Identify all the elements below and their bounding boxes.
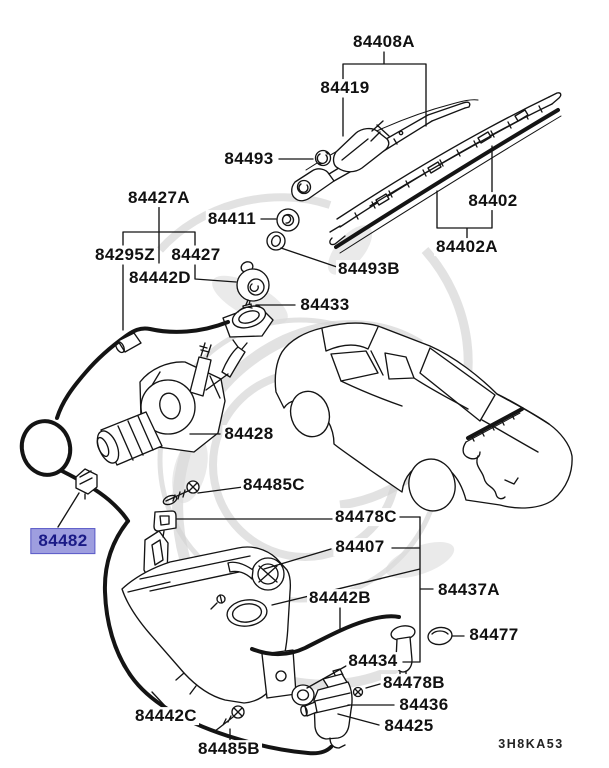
part-label-84437A[interactable]: 84437A xyxy=(436,580,502,600)
diagram-code: 3H8KA53 xyxy=(498,737,564,751)
part-label-84442B[interactable]: 84442B xyxy=(307,588,373,608)
washer-hose-rear-drawing xyxy=(250,614,416,681)
pump-grommet-drawing xyxy=(291,684,315,706)
pivot-cap-drawing xyxy=(332,120,390,173)
wiper-blade-drawing xyxy=(329,92,562,254)
part-label-84436[interactable]: 84436 xyxy=(397,695,451,715)
pivot-nut-drawing xyxy=(314,149,332,167)
washer-tank-drawing xyxy=(121,530,297,704)
hose-clip-drawing xyxy=(75,468,98,500)
part-label-84425[interactable]: 84425 xyxy=(382,716,436,736)
part-label-84442D[interactable]: 84442D xyxy=(127,268,193,288)
part-label-84402[interactable]: 84402 xyxy=(466,191,520,211)
tank-screw-drawing xyxy=(214,705,245,732)
part-label-84482-selected[interactable]: 84482 xyxy=(30,528,96,554)
body-grommet-drawing xyxy=(427,626,453,646)
wiper-motor-drawing xyxy=(96,339,248,466)
part-label-84434[interactable]: 84434 xyxy=(346,651,400,671)
part-label-84442C[interactable]: 84442C xyxy=(133,706,199,726)
part-label-84427[interactable]: 84427 xyxy=(169,245,223,265)
part-label-84433[interactable]: 84433 xyxy=(298,295,352,315)
part-label-84427A[interactable]: 84427A xyxy=(126,188,192,208)
washer-pump-drawing xyxy=(300,668,353,749)
part-label-84478B[interactable]: 84478B xyxy=(381,673,447,693)
bracket-screw-drawing xyxy=(162,480,200,506)
part-label-84408A[interactable]: 84408A xyxy=(351,32,417,52)
pivot-washer-drawing xyxy=(266,231,286,251)
car-outline-drawing xyxy=(274,322,573,512)
part-label-84478C[interactable]: 84478C xyxy=(333,507,399,527)
washer-nozzle-drawing xyxy=(222,261,274,338)
part-label-84485C[interactable]: 84485C xyxy=(241,475,307,495)
pump-nut-drawing xyxy=(352,686,364,698)
tank-clip-drawing xyxy=(153,510,177,538)
part-label-84402A[interactable]: 84402A xyxy=(434,237,500,257)
part-label-84493B[interactable]: 84493B xyxy=(336,259,402,279)
part-label-84493[interactable]: 84493 xyxy=(222,149,276,169)
part-label-84407[interactable]: 84407 xyxy=(333,537,387,557)
leader-lines xyxy=(57,51,493,741)
part-label-84419[interactable]: 84419 xyxy=(318,78,372,98)
pivot-grommet-drawing xyxy=(276,208,300,232)
part-label-84477[interactable]: 84477 xyxy=(467,625,521,645)
part-label-84485B[interactable]: 84485B xyxy=(196,739,262,759)
part-label-84295Z[interactable]: 84295Z xyxy=(92,245,158,265)
part-label-84411[interactable]: 84411 xyxy=(205,209,259,229)
part-label-84428[interactable]: 84428 xyxy=(222,424,276,444)
